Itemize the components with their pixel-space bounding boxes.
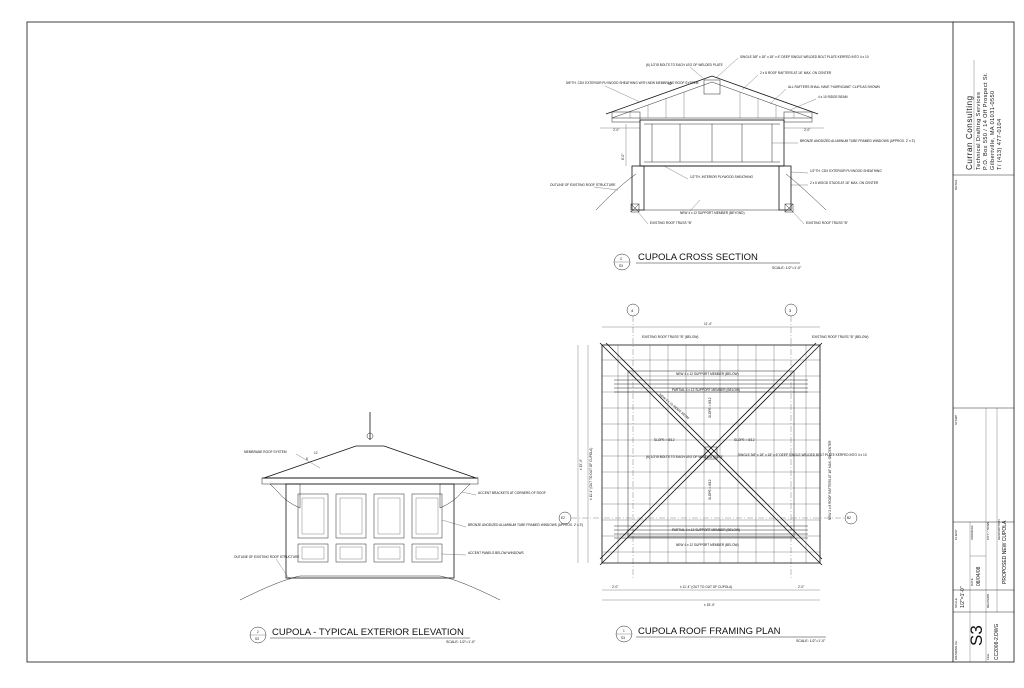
cs-title: CUPOLA CROSS SECTION <box>638 252 758 263</box>
cs-bubble-bottom: S3 <box>619 264 623 268</box>
el-note-windows: BRONZE ANODIZED ALUMINUM TUBE FRAMED WIN… <box>468 523 583 527</box>
plan-dim-small-b: 2'-0" <box>798 585 804 589</box>
firm-line3: Gilbertville, MA 01031-0550 <box>990 90 996 170</box>
cs-note-ridge: 4 x 10 RIDGE BEAM <box>818 95 848 99</box>
el-note-outline: OUTLINE OF EXISTING ROOF STRUCTURE <box>234 555 300 559</box>
cs-note-sheathing: 5/8"TH. CDX EXTERIOR PLYWOOD SHEATHING W… <box>566 81 699 85</box>
cs-note-bolts: (6) 1/2"Ø BOLTS TO EACH LEG OF WELDED PL… <box>646 63 723 67</box>
elevation-view: 12 8 MEMBRANE ROOF SYSTEM ACCENT BRACKET… <box>234 412 583 644</box>
plan-note-truss-right: EXISTING ROOF TRUSS "B" (BELOW) <box>812 335 868 339</box>
city-label: CITY / TOWN <box>986 522 990 540</box>
description-label: DESCRIPTION <box>997 519 1001 540</box>
plan-note-truss-left: EXISTING ROOF TRUSS "B" (BELOW) <box>642 335 698 339</box>
el-note-brackets: ACCENT BRACKETS AT CORNERS OF ROOF <box>478 491 546 495</box>
cs-dim-right: 2'-0" <box>804 128 810 132</box>
el-title: CUPOLA - TYPICAL EXTERIOR ELEVATION <box>272 627 464 638</box>
revision-label: REVISION <box>986 594 990 608</box>
plan-dim-left2: ± 15'-4" <box>579 459 583 470</box>
sheet-border <box>26 21 1015 663</box>
firm-line4: T/ (413) 477-0104 <box>997 118 1003 170</box>
file-label: FILE <box>986 654 990 660</box>
cs-note-plate: SINGLE 3/8" x 18" x 18" x 6" DEEP SINGLE… <box>740 55 869 59</box>
plan-note-bolts: (6) 1/2"Ø BOLTS TO EACH LEG OF WELDED PL… <box>646 455 723 459</box>
cs-dim-left: 2'-0" <box>613 128 619 132</box>
scale-value: 1/2"=1'-0" <box>960 586 966 608</box>
plan-scale: SCALE: 1/2"=1'-0" <box>796 639 826 643</box>
el-bubble-bottom: S3 <box>255 637 259 641</box>
plan-bubble-bottom: S3 <box>621 636 625 640</box>
cs-note-truss-right: EXISTING ROOF TRUSS "B" <box>806 221 848 225</box>
drawing-label: DRAWING No. <box>954 640 958 660</box>
grid-label-4: 4 <box>631 308 634 313</box>
el-note-panels: ACCENT PANELS BELOW WINDOWS <box>468 551 524 555</box>
date-value: 08/04/08 <box>976 566 982 586</box>
date-label: DATE <box>970 578 974 586</box>
plan-note-support-bot2: NEW 4 x 12 SUPPORT MEMBER (BELOW) <box>676 543 739 547</box>
plan-dim-small-a: 2'-0" <box>612 585 618 589</box>
plan-title: CUPOLA ROOF FRAMING PLAN <box>638 626 781 637</box>
cs-note-truss-left: EXISTING ROOF TRUSS "B" <box>650 221 692 225</box>
stamp-label: STAMP <box>954 415 958 425</box>
plan-dim-bottom: ± 11'-4" (OUT TO OUT OF CUPOLA) <box>680 585 732 589</box>
notes-label: NOTES <box>954 180 958 190</box>
firm-line1: Technical Drafting Services <box>976 92 982 170</box>
grid-label-3: 3 <box>789 308 792 313</box>
el-scale: SCALE: 1/2"=1'-0" <box>446 640 476 644</box>
cs-note-support: NEW 4 x 12 SUPPORT MEMBER (BEYOND) <box>680 211 745 215</box>
el-bubble-top: 2 <box>257 630 259 634</box>
plan-dim-left: ± 11'-4" (OUT TO OUT OF CUPOLA) <box>589 448 593 500</box>
cs-note-rafters: 2 x 8 ROOF RAFTERS AT 16" MAX. ON CENTER <box>760 71 832 75</box>
plan-note-support-top: NEW 4 x 12 SUPPORT MEMBER (BELOW) <box>676 372 739 376</box>
plan-note-slope4: SLOPE = 8/12 <box>708 479 712 500</box>
project-name: PROPOSED NEW CUPOLA <box>1002 520 1008 584</box>
plan-note-slope1: SLOPE = 8/12 <box>654 438 675 442</box>
cs-note-studs: 2 x 6 WOOD STUDS AT 16" MAX. ON CENTER <box>810 181 879 185</box>
grid-label-b2: B2 <box>847 516 851 520</box>
cs-note-interior: 1/2"TH. INTERIOR PLYWOOD SHEATHING <box>690 175 754 179</box>
cs-note-clips: ALL RAFTERS SHALL HAVE "HURRICANE" CLIPS… <box>788 85 880 89</box>
plan-note-slope3: SLOPE = 8/12 <box>708 397 712 418</box>
cs-pitch: 12 <box>668 82 672 86</box>
el-pitch: 12 <box>314 451 318 455</box>
plan-note-support-top2: PARTIAL 4 x 12 SUPPORT MEMBER (BELOW) <box>672 388 740 392</box>
el-pitch2: 8 <box>306 457 308 461</box>
cs-dim-height: 6'-0" <box>621 154 625 160</box>
plan-dim-bottom2: ± 15'-4" <box>704 603 715 607</box>
title-block: Curran Consulting Technical Drafting Ser… <box>952 22 1014 662</box>
plan-note-rafters-side: NEW 2 x 8 ROOF RAFTERS AT 16" MAX. ON CE… <box>828 440 832 520</box>
el-note-roof: MEMBRANE ROOF SYSTEM <box>244 450 287 454</box>
cs-scale: SCALE: 1/2"=1'-0" <box>772 266 802 270</box>
plan-dim-top: 11'-4" <box>704 322 712 326</box>
plan-bubble-top: 1 <box>623 629 625 633</box>
sheet-number: S3 <box>967 625 986 646</box>
client-label: CLIENT <box>954 529 958 540</box>
cs-note-windows: BRONZE ANODIZED ALUMINUM TUBE FRAMED WIN… <box>800 139 915 143</box>
plan-note-support-bot: PARTIAL 4 x 12 SUPPORT MEMBER (BELOW) <box>672 528 740 532</box>
plan-note-slope2: SLOPE = 8/12 <box>734 438 755 442</box>
grid-bubble-b2 <box>844 511 858 525</box>
cross-section-view: 2'-0" 2'-0" 6'-0" 12 (6) 1/2"Ø BOLTS TO … <box>550 55 915 271</box>
firm-line2: P.O. Box 550 / 14 Off Prospect St. <box>983 72 989 170</box>
framing-plan-view: 4 3 E2 B2 <box>558 303 868 643</box>
grid-label-e2: E2 <box>561 516 565 520</box>
firm-name: Curran Consulting <box>965 95 974 170</box>
plan-note-plate: SINGLE 3/8" x 18" x 18" x 6" DEEP SINGLE… <box>738 453 867 457</box>
file-value: CC2008-2.DWG <box>994 623 1000 660</box>
cs-note-outline: OUTLINE OF EXISTING ROOF STRUCTURE <box>550 183 616 187</box>
scale-label: SCALE <box>954 598 958 608</box>
cs-note-ext-ply: 1/2"TH. CDX EXTERIOR PLYWOOD SHEATHING <box>810 169 882 173</box>
cs-bubble-top: C <box>620 257 623 261</box>
address-label: ADDRESS <box>970 525 974 540</box>
